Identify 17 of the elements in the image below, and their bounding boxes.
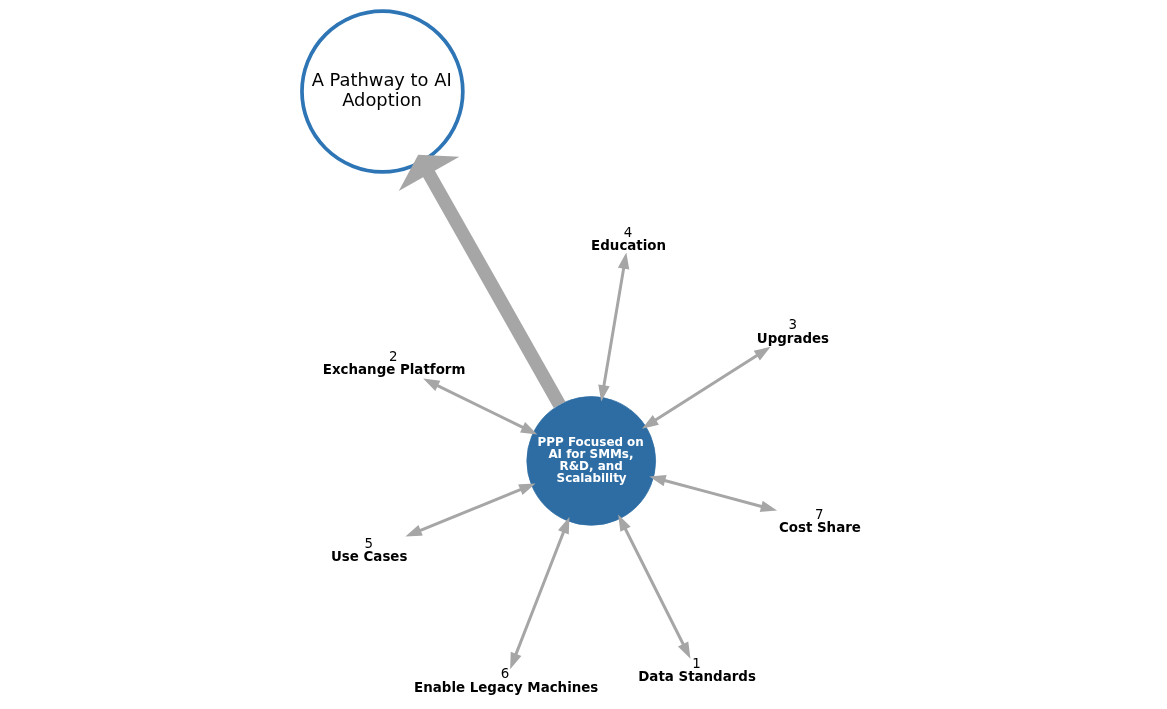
arrow (509, 517, 569, 670)
node-text: 3 Upgrades (756, 317, 829, 346)
node-text: 6 Enable Legacy Machines (413, 666, 598, 695)
node-text: 4 Education (590, 224, 666, 254)
arrow (398, 154, 565, 409)
node-circle: PPP Focused on AI for SMMs, R&D, and Scalability (525, 396, 656, 526)
node-circle: A Pathway to AI Adoption (299, 9, 465, 174)
arrow (648, 475, 777, 512)
arrow (617, 514, 690, 659)
node-text: 7 Cost Share (778, 506, 861, 535)
node-text: 2 Exchange Platform (322, 348, 465, 378)
arrow (641, 346, 771, 429)
node-text: 5 Use Cases (330, 535, 407, 565)
node-text: 1 Data Standards (637, 655, 756, 685)
arrow (404, 483, 536, 537)
arrow (597, 252, 629, 402)
arrow (422, 378, 537, 435)
